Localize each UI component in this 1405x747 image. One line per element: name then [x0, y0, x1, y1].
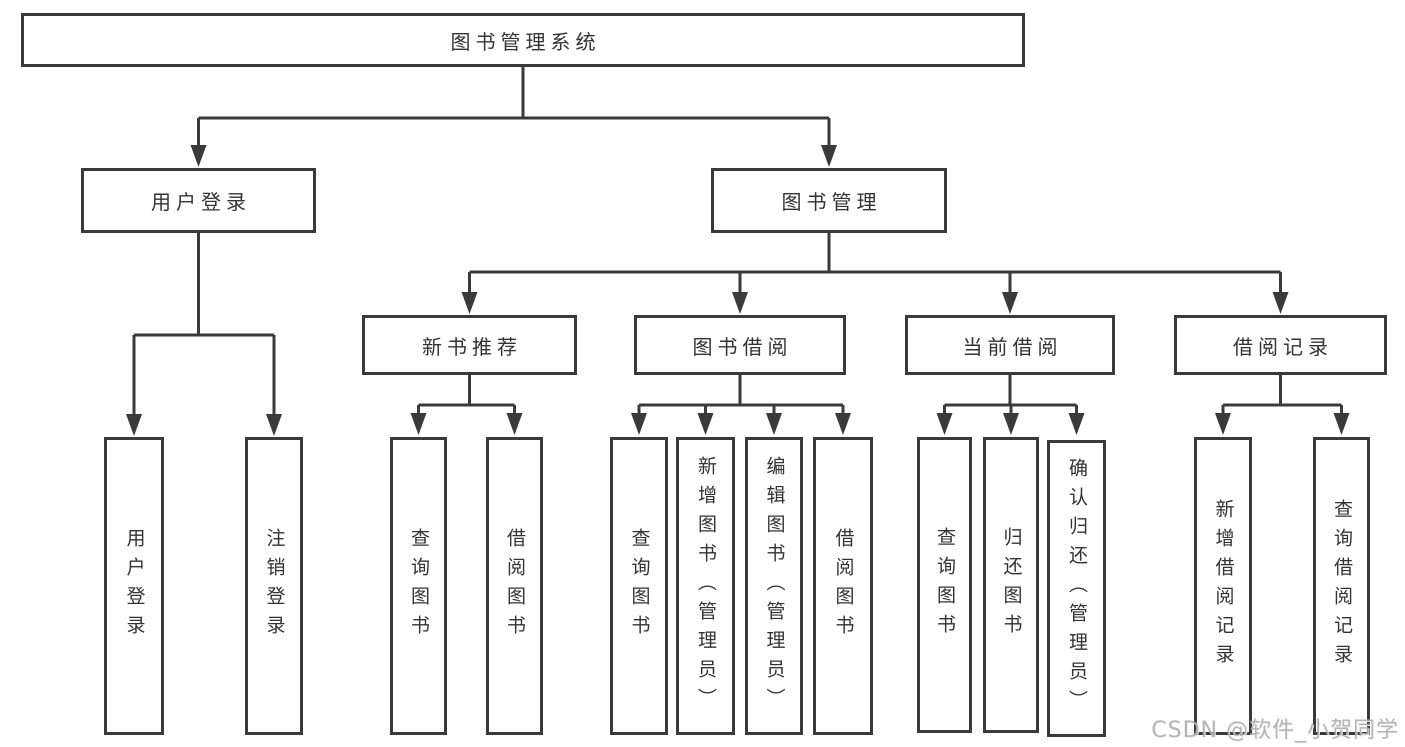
node-current-borrow: 当前借阅 — [905, 315, 1115, 375]
arrow-down-icon — [1215, 413, 1231, 435]
arrow-down-icon — [732, 292, 748, 314]
node-user-login: 用户登录 — [81, 168, 316, 233]
arrow-down-icon — [835, 413, 851, 435]
leaf-borrow-books-1-label: 借阅图书 — [504, 528, 526, 644]
leaf-query-books-1: 查询图书 — [390, 437, 447, 735]
arrow-down-icon — [1333, 413, 1350, 435]
arrow-down-icon — [506, 413, 523, 435]
arrow-down-icon — [766, 413, 782, 435]
leaf-edit-book-admin: 编辑图书（管理员） — [745, 437, 803, 735]
leaf-add-book-admin-label: 新增图书（管理员） — [695, 455, 717, 717]
arrow-down-icon — [631, 413, 647, 435]
leaf-query-books-2: 查询图书 — [610, 437, 668, 735]
leaf-query-books-2-label: 查询图书 — [628, 528, 651, 644]
leaf-user-login: 用户登录 — [104, 437, 164, 735]
arrow-down-icon — [1002, 292, 1018, 314]
leaf-confirm-return-admin-label: 确认归还（管理员） — [1066, 458, 1088, 719]
node-book-borrow-label: 图书借阅 — [692, 334, 793, 359]
node-user-login-label: 用户登录 — [151, 190, 251, 214]
arrow-down-icon — [410, 413, 427, 435]
leaf-add-borrow-record-label: 新增借阅记录 — [1212, 499, 1235, 673]
leaf-user-login-label: 用户登录 — [123, 528, 146, 644]
node-root: 图书管理系统 — [21, 13, 1025, 67]
leaf-confirm-return-admin: 确认归还（管理员） — [1047, 440, 1106, 737]
arrowheads — [126, 145, 1350, 436]
leaf-add-book-admin: 新增图书（管理员） — [676, 437, 735, 735]
leaf-query-borrow-record-label: 查询借阅记录 — [1331, 499, 1353, 673]
arrow-down-icon — [126, 414, 142, 436]
leaf-borrow-books-1: 借阅图书 — [486, 437, 543, 735]
leaf-borrow-books-2-label: 借阅图书 — [832, 528, 855, 644]
arrow-down-icon — [1272, 292, 1289, 314]
leaf-query-borrow-record: 查询借阅记录 — [1313, 437, 1370, 735]
leaf-query-books-3: 查询图书 — [917, 437, 972, 733]
leaf-edit-book-admin-label: 编辑图书（管理员） — [763, 455, 786, 717]
arrow-down-icon — [266, 414, 282, 436]
node-book-borrow: 图书借阅 — [634, 315, 846, 375]
node-new-book-recommend-label: 新书推荐 — [422, 334, 522, 359]
arrow-down-icon — [697, 413, 714, 435]
node-borrow-records: 借阅记录 — [1174, 315, 1387, 375]
node-borrow-records-label: 借阅记录 — [1233, 334, 1333, 359]
leaf-logout: 注销登录 — [245, 437, 303, 735]
arrow-down-icon — [461, 292, 478, 314]
connector-path — [132, 67, 1343, 416]
node-book-management-label: 图书管理 — [781, 190, 882, 214]
leaf-query-books-1-label: 查询图书 — [408, 528, 430, 644]
arrow-down-icon — [936, 413, 953, 435]
node-current-borrow-label: 当前借阅 — [962, 334, 1063, 359]
leaf-query-books-3-label: 查询图书 — [934, 527, 956, 643]
leaf-return-books: 归还图书 — [983, 437, 1039, 733]
node-new-book-recommend: 新书推荐 — [362, 315, 577, 375]
csdn-watermark: CSDN @软件_小贺同学 — [1151, 718, 1399, 743]
node-book-management: 图书管理 — [711, 168, 947, 233]
leaf-logout-label: 注销登录 — [263, 528, 286, 644]
leaf-borrow-books-2: 借阅图书 — [813, 437, 873, 735]
leaf-return-books-label: 归还图书 — [1000, 527, 1023, 643]
arrow-down-icon — [190, 145, 207, 167]
node-root-label: 图书管理系统 — [450, 29, 601, 54]
arrow-down-icon — [1003, 413, 1019, 435]
leaf-add-borrow-record: 新增借阅记录 — [1194, 437, 1252, 735]
arrow-down-icon — [821, 145, 837, 167]
arrow-down-icon — [1068, 413, 1085, 435]
